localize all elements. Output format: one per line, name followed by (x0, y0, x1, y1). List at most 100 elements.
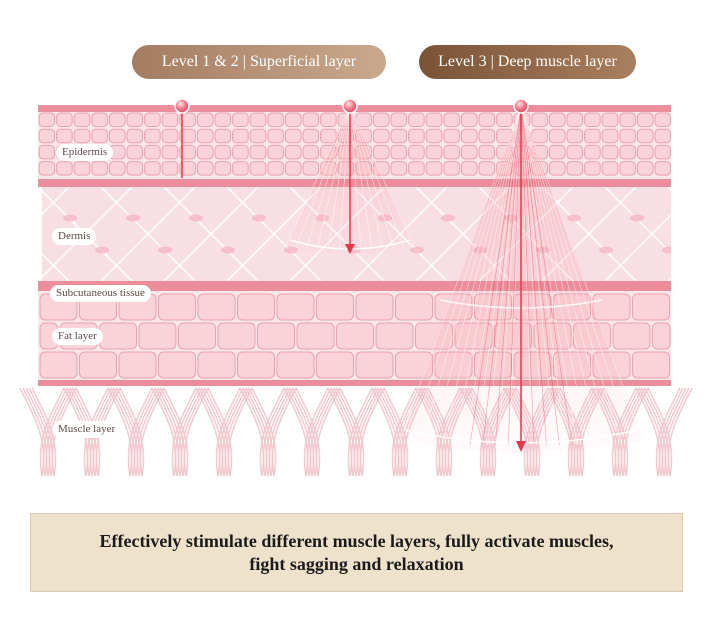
epidermis-cell (91, 128, 108, 144)
epidermis-cell (443, 112, 460, 127)
fat-cell (197, 351, 236, 379)
epidermis-cell (196, 128, 214, 144)
epidermis-cell (584, 128, 601, 144)
epidermis-cell (584, 112, 601, 127)
epidermis-cell (478, 112, 496, 127)
epidermis-cell (478, 161, 496, 176)
epidermis-cell (38, 144, 56, 160)
epidermis-cell (460, 112, 478, 127)
epidermis-cell (425, 112, 443, 127)
epidermis-cell (548, 112, 566, 127)
epidermis-cell (601, 112, 619, 127)
epidermis-cell (654, 161, 672, 176)
epidermis-cell (460, 161, 478, 176)
epidermis-cell (478, 144, 496, 160)
epidermis-cell (73, 112, 91, 127)
probe-dot-icon (174, 98, 190, 114)
fat-cell (39, 351, 78, 379)
dermis-cell (252, 214, 266, 222)
dermis-cell (567, 214, 581, 222)
epidermis-cell (267, 112, 284, 127)
epidermis-cell (566, 161, 584, 176)
fat-cell (217, 322, 256, 350)
epidermis-cell (320, 112, 337, 127)
muscle-layer-label: Muscle layer (52, 421, 122, 438)
epidermis-cell (73, 128, 91, 144)
epidermis-cell (566, 112, 584, 127)
dermis-cell (221, 246, 235, 254)
epidermis-cell (179, 112, 196, 127)
epidermis-cell (267, 128, 284, 144)
dermis-cell (63, 214, 77, 222)
epidermis-cell (478, 128, 496, 144)
epidermis-cell (390, 112, 408, 127)
epidermis-cell (408, 112, 425, 127)
epidermis-cell (531, 128, 548, 144)
fat-cell (316, 351, 354, 379)
probe-dot-icon (342, 98, 358, 114)
dermis-cell (599, 246, 613, 254)
subcutaneous-label: Subcutaneous tissue (50, 285, 151, 302)
epidermis-cell (284, 144, 302, 160)
epidermis-cell (108, 128, 126, 144)
epidermis-cell (214, 112, 232, 127)
epidermis-cell (284, 128, 302, 144)
fat-cell (237, 351, 275, 379)
epidermis-cell (267, 144, 284, 160)
epidermis-cell (601, 144, 619, 160)
epidermis-cell (144, 161, 161, 176)
epidermis-cell (372, 128, 390, 144)
epidermis-cell (161, 128, 179, 144)
epidermis-cell (425, 144, 443, 160)
epidermis-cell (232, 144, 249, 160)
epidermis-cell (408, 161, 425, 176)
epidermis-cell (619, 112, 636, 127)
fat-cell (632, 351, 670, 379)
arrow-down-icon (345, 244, 355, 254)
fat-cell (336, 322, 374, 350)
fat-cell (118, 351, 157, 379)
epidermis-cell (38, 161, 56, 176)
fat-cell (276, 351, 315, 379)
epidermis-cell (249, 112, 267, 127)
epidermis-cell (636, 128, 654, 144)
fat-cell (158, 351, 196, 379)
epidermis-cell (496, 112, 513, 127)
probe-dot-icon (513, 98, 529, 114)
epidermis-cell (232, 161, 249, 176)
epidermis-cell (144, 144, 161, 160)
epidermis-cell (161, 161, 179, 176)
epidermis-cell (38, 128, 56, 144)
fat-cell (257, 322, 295, 350)
epidermis-cell (144, 112, 161, 127)
fat-cell (355, 351, 394, 379)
epidermis-cell (284, 161, 302, 176)
epidermis-cell (601, 128, 619, 144)
epidermis-cell (126, 161, 144, 176)
epidermis-cell (408, 144, 425, 160)
epidermis-cell (584, 161, 601, 176)
dermis-cell (189, 214, 203, 222)
epidermis-cell (390, 161, 408, 176)
epidermis-cell (249, 128, 267, 144)
dermis-cell (284, 246, 298, 254)
epidermis-cell (284, 112, 302, 127)
epidermis-cell (619, 161, 636, 176)
epidermis-cell (443, 161, 460, 176)
epidermis-cell (408, 128, 425, 144)
fat-cell (138, 322, 177, 350)
fat-cell (632, 293, 670, 321)
epidermis-cell (390, 144, 408, 160)
epidermis-cell (619, 128, 636, 144)
epidermis-cell (601, 161, 619, 176)
epidermis-cell (302, 128, 320, 144)
epidermis-cell (636, 112, 654, 127)
fat-cell (375, 322, 414, 350)
epidermis-cell (548, 144, 566, 160)
fat-cell (316, 293, 354, 321)
epidermis-cell (267, 161, 284, 176)
epidermis-cell (196, 112, 214, 127)
ultrasound-beam-level-3 (397, 106, 645, 453)
fat-cell (197, 293, 236, 321)
